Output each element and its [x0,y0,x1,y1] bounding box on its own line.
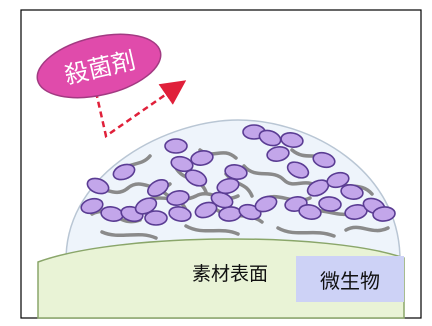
microbe [184,169,208,187]
microbe [190,150,214,166]
microbe-cluster [80,124,396,226]
microbe [144,210,168,226]
microbe [86,177,110,195]
microbe [318,196,342,212]
microbe [372,206,396,222]
microbe [326,171,350,189]
microbe [298,204,322,220]
microbe [224,164,248,180]
microorganism-label: 微生物 [320,269,380,293]
microbe [168,206,192,222]
disinfectant-ellipse [36,33,162,99]
microbe [254,195,278,213]
microbe [80,197,104,215]
microbe [112,163,136,181]
microbe [258,129,282,147]
microbe [312,151,336,169]
microorganism-label-box [296,256,404,302]
material-surface-label: 素材表面 [192,263,268,285]
microbe [194,201,218,219]
microbe [286,161,310,179]
microbe [164,138,188,154]
microbe [280,132,304,148]
microbe [216,177,240,195]
microbe [170,155,194,173]
microbe [166,190,190,206]
microbe [147,179,169,197]
microbe [340,184,364,200]
microbe [266,146,290,162]
deflection-arrow [94,80,187,139]
